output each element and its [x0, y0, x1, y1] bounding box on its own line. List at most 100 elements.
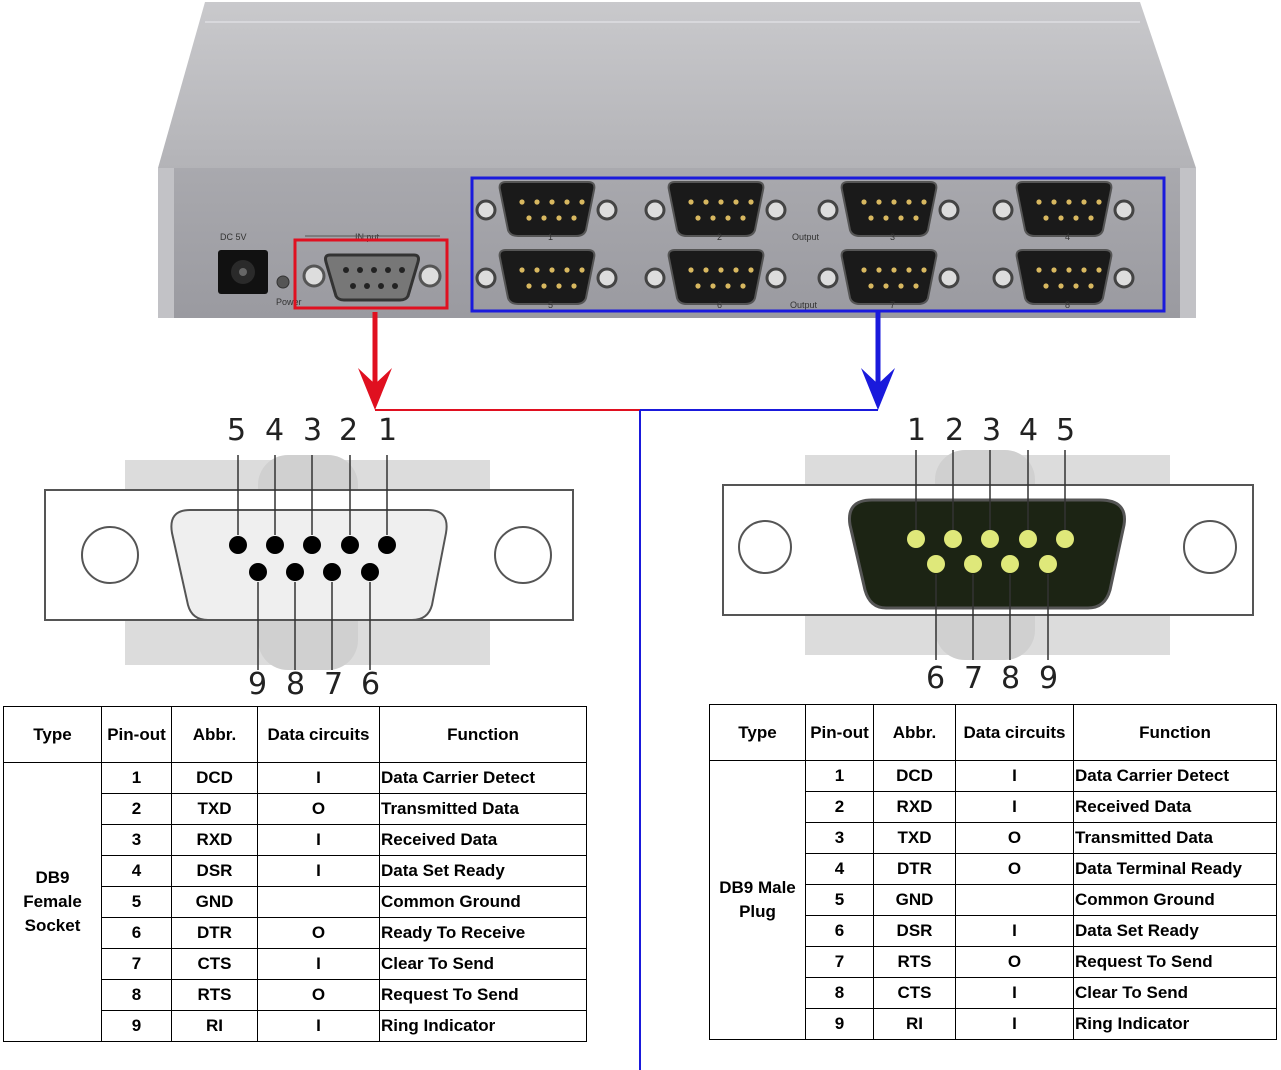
- pin-cell: 7: [805, 946, 874, 978]
- abbr-cell: DSR: [873, 915, 956, 947]
- male-pin-label: 6: [926, 661, 946, 696]
- data-circuits-header: Data circuits: [257, 706, 380, 763]
- circuit-cell: O: [257, 917, 380, 949]
- abbr-header: Abbr.: [171, 706, 258, 763]
- abbr-cell: RTS: [873, 946, 956, 978]
- function-cell: Request To Send: [379, 979, 587, 1011]
- output-port-number: 7: [890, 300, 895, 310]
- circuit-cell: I: [257, 948, 380, 980]
- db9-male-diagram: [722, 450, 1254, 660]
- female-pin-label: 9: [248, 667, 268, 702]
- female-pin-label: 3: [303, 413, 323, 448]
- abbr-cell: DCD: [171, 762, 258, 794]
- function-cell: Clear To Send: [1073, 977, 1277, 1009]
- pin-cell: 6: [101, 917, 172, 949]
- output-db9-male-port: 2: [644, 181, 787, 242]
- table-header-row: Type Pin-out Abbr. Data circuits Functio…: [3, 706, 587, 763]
- pin-cell: 9: [101, 1010, 172, 1042]
- abbr-cell: RI: [171, 1010, 258, 1042]
- output-db9-male-port: 8: [992, 249, 1135, 310]
- power-jack-label: DC 5V: [220, 232, 247, 242]
- abbr-header: Abbr.: [873, 704, 956, 761]
- circuit-cell: I: [955, 1008, 1074, 1040]
- connector-type-cell: DB9 Female Socket: [3, 762, 102, 1042]
- male-pinout-table: Type Pin-out Abbr. Data circuits Functio…: [709, 704, 1277, 1040]
- abbr-cell: GND: [171, 886, 258, 918]
- circuit-cell: O: [955, 853, 1074, 885]
- female-pinout-table: Type Pin-out Abbr. Data circuits Functio…: [3, 706, 587, 1042]
- power-led: [276, 275, 290, 289]
- pin-cell: 4: [805, 853, 874, 885]
- abbr-cell: RXD: [171, 824, 258, 856]
- circuit-cell: [257, 886, 380, 918]
- function-cell: Data Carrier Detect: [1073, 760, 1277, 792]
- pin-cell: 8: [805, 977, 874, 1009]
- pin-cell: 4: [101, 855, 172, 887]
- function-cell: Data Set Ready: [379, 855, 587, 887]
- abbr-cell: TXD: [171, 793, 258, 825]
- function-cell: Ready To Receive: [379, 917, 587, 949]
- female-pin-label: 2: [339, 413, 359, 448]
- pinout-header: Pin-out: [101, 706, 172, 763]
- abbr-cell: DTR: [873, 853, 956, 885]
- circuit-cell: I: [955, 760, 1074, 792]
- abbr-cell: DCD: [873, 760, 956, 792]
- function-cell: Data Set Ready: [1073, 915, 1277, 947]
- function-cell: Received Data: [1073, 791, 1277, 823]
- output-db9-male-port: 3: [817, 181, 960, 242]
- circuit-cell: I: [955, 791, 1074, 823]
- function-cell: Common Ground: [379, 886, 587, 918]
- db9-female-diagram: [44, 455, 574, 670]
- center-divider: [639, 410, 641, 1070]
- abbr-cell: CTS: [171, 948, 258, 980]
- pin-cell: 6: [805, 915, 874, 947]
- abbr-cell: DSR: [171, 855, 258, 887]
- male-pin-label: 1: [907, 413, 927, 448]
- circuit-cell: O: [955, 946, 1074, 978]
- abbr-cell: CTS: [873, 977, 956, 1009]
- input-port-label: IN put: [355, 232, 380, 242]
- output-port-number: 1: [548, 232, 553, 242]
- function-cell: Ring Indicator: [1073, 1008, 1277, 1040]
- function-cell: Request To Send: [1073, 946, 1277, 978]
- female-pin-label: 1: [378, 413, 398, 448]
- output-db9-male-port: 4: [992, 181, 1135, 242]
- function-header: Function: [1073, 704, 1277, 761]
- circuit-cell: I: [257, 762, 380, 794]
- abbr-cell: RI: [873, 1008, 956, 1040]
- input-highlight-box: [293, 238, 449, 310]
- circuit-cell: I: [257, 855, 380, 887]
- pin-cell: 1: [805, 760, 874, 792]
- function-header: Function: [379, 706, 587, 763]
- pin-cell: 2: [805, 791, 874, 823]
- female-pin-label: 6: [361, 667, 381, 702]
- output-port-number: 2: [717, 232, 722, 242]
- output-group-label-top: Output: [792, 232, 820, 242]
- function-cell: Data Terminal Ready: [1073, 853, 1277, 885]
- female-pin-label: 8: [286, 667, 306, 702]
- male-pin-label: 5: [1056, 413, 1076, 448]
- abbr-cell: TXD: [873, 822, 956, 854]
- pin-cell: 8: [101, 979, 172, 1011]
- female-pin-label: 5: [227, 413, 247, 448]
- function-cell: Clear To Send: [379, 948, 587, 980]
- function-cell: Common Ground: [1073, 884, 1277, 916]
- pin-cell: 7: [101, 948, 172, 980]
- table-header-row: Type Pin-out Abbr. Data circuits Functio…: [709, 704, 1277, 761]
- output-db9-male-port: 5: [475, 249, 618, 310]
- female-pin-label: 7: [324, 667, 344, 702]
- function-cell: Transmitted Data: [1073, 822, 1277, 854]
- output-port-number: 3: [890, 232, 895, 242]
- female-pin-label: 4: [265, 413, 285, 448]
